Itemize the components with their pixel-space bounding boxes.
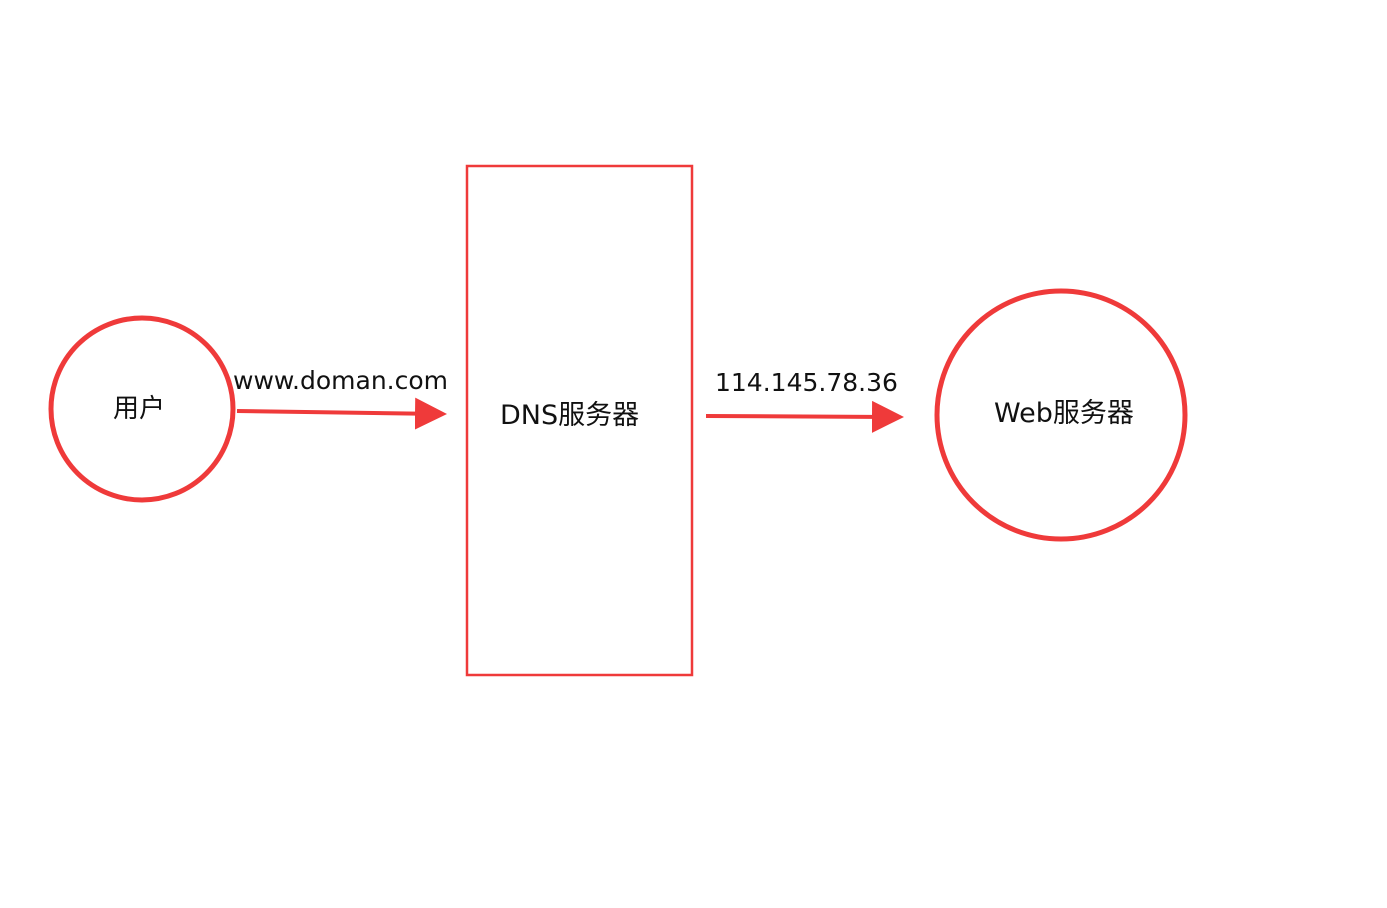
user-to-dns-arrow bbox=[236, 397, 447, 430]
user-to-dns-edge-label: www.doman.com bbox=[233, 366, 449, 395]
dns-server-node-label: DNS服务器 bbox=[500, 400, 640, 431]
dns-to-web-edge-label: 114.145.78.36 bbox=[715, 368, 898, 397]
dns-server-node-box bbox=[465, 164, 694, 677]
web-server-node-circle bbox=[934, 288, 1188, 542]
user-node-circle bbox=[48, 315, 236, 503]
user-node-label: 用户 bbox=[113, 394, 166, 424]
web-server-node-label: Web服务器 bbox=[994, 398, 1134, 429]
dns-to-web-arrow bbox=[705, 400, 904, 433]
